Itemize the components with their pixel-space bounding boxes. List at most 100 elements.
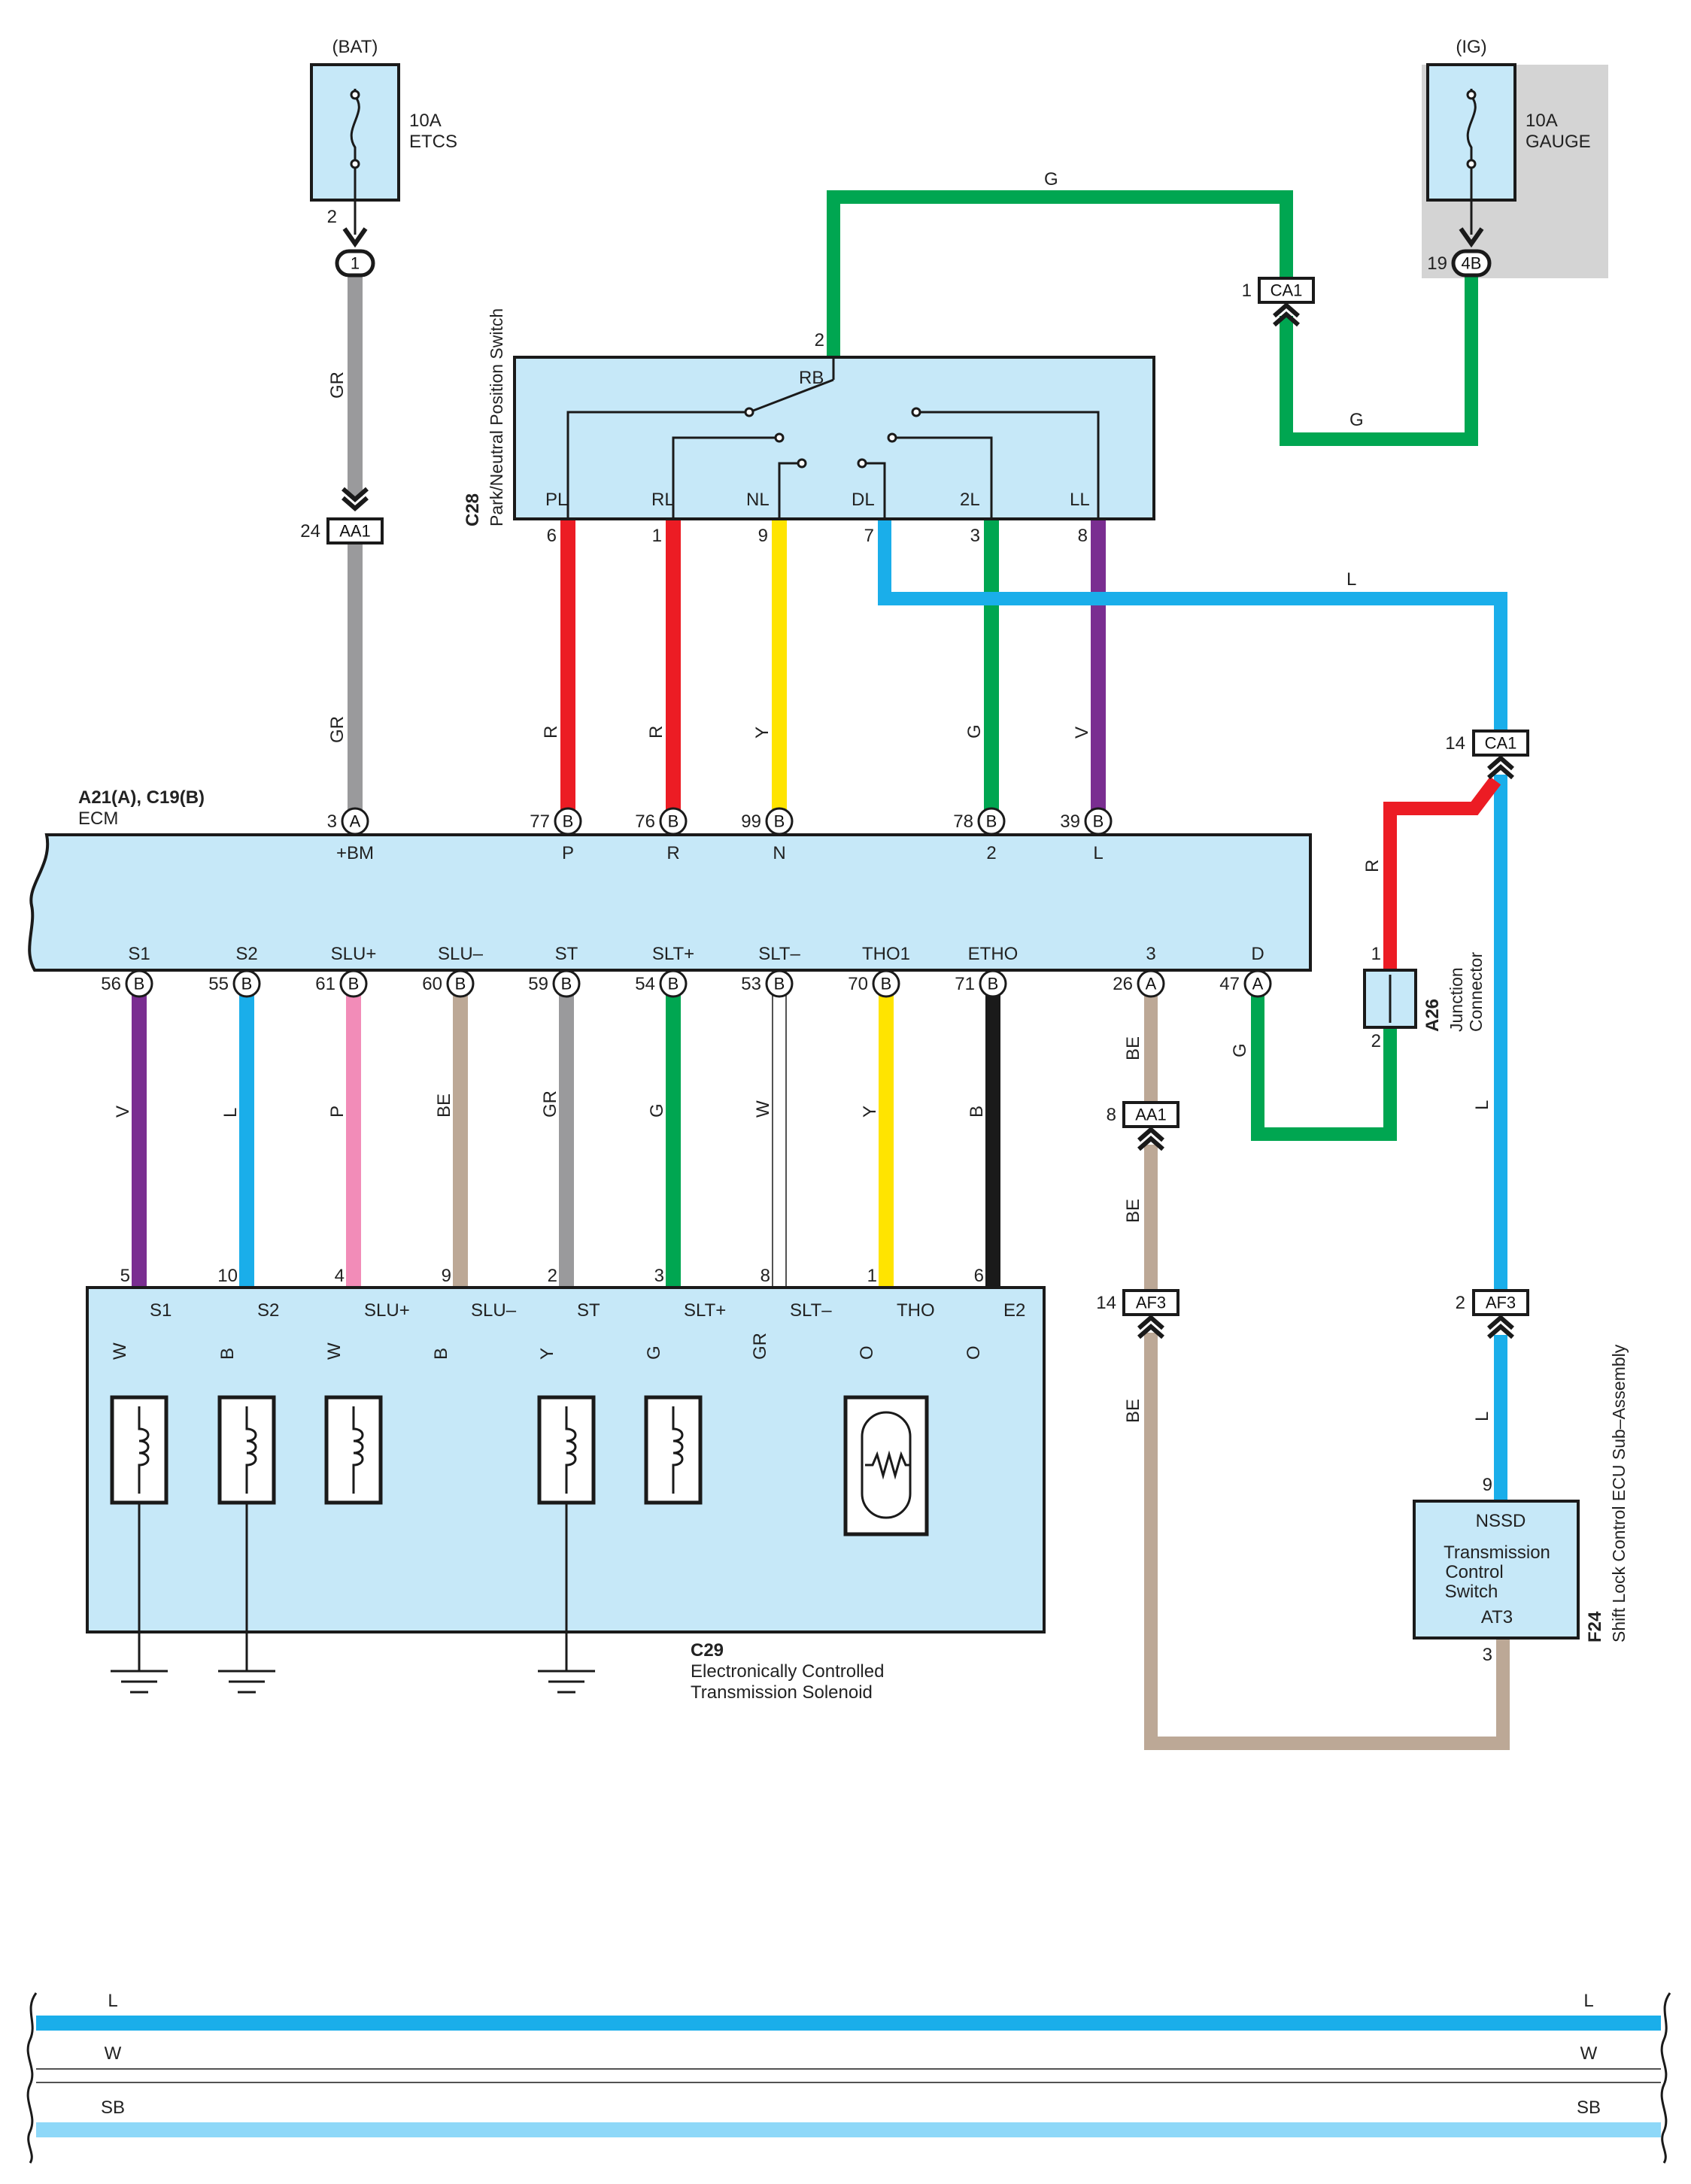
bus-label-right: L bbox=[1583, 1991, 1593, 2011]
fuse-bat-supply: (BAT) bbox=[332, 37, 378, 57]
solenoid-term-label: ST bbox=[577, 1300, 600, 1321]
solenoid-name-2: Transmission Solenoid bbox=[691, 1682, 873, 1703]
solenoid-inner-wire: GR bbox=[750, 1333, 770, 1360]
bus-label-left: W bbox=[105, 2043, 122, 2064]
ecm-bottom-label: SLU+ bbox=[331, 944, 377, 964]
solenoid-coil-icon bbox=[324, 1395, 383, 1505]
ecm-top-pin: 78 bbox=[953, 811, 973, 832]
ecm-bottom-pin: 60 bbox=[422, 974, 442, 994]
ecm-bottom-pin: 55 bbox=[208, 974, 229, 994]
solenoid-code: C29 bbox=[691, 1640, 724, 1661]
svg-text:4B: 4B bbox=[1462, 254, 1482, 273]
solenoid-pin: 8 bbox=[760, 1266, 770, 1286]
pnp-term-dl: DL bbox=[852, 490, 875, 510]
pnp-pin-7: 7 bbox=[864, 526, 874, 546]
solenoid-term-label: E2 bbox=[1003, 1300, 1025, 1321]
solenoid-pin: 2 bbox=[548, 1266, 557, 1286]
ecm-bottom-label: THO1 bbox=[862, 944, 910, 964]
bus-label-right: SB bbox=[1577, 2098, 1601, 2118]
solenoid-coil-icon bbox=[110, 1395, 168, 1505]
ecm-bottom-wire-label: G bbox=[647, 1103, 667, 1118]
ecm-top-pin: 99 bbox=[741, 811, 761, 832]
ecm-bottom-pin: 26 bbox=[1113, 974, 1133, 994]
wire-label-g-junction: G bbox=[1230, 1043, 1250, 1057]
ecm-bottom-label: SLT– bbox=[758, 944, 800, 964]
shift-lock-pin-3: 3 bbox=[1483, 1645, 1492, 1665]
ecm-top-pin: 76 bbox=[635, 811, 655, 832]
svg-text:1: 1 bbox=[351, 254, 360, 273]
pnp-term-rl: RL bbox=[651, 490, 675, 510]
ground-symbols bbox=[111, 1503, 595, 1694]
svg-text:AA1: AA1 bbox=[1135, 1106, 1167, 1124]
ecm-bottom-conn: B bbox=[134, 975, 145, 993]
svg-text:CA1: CA1 bbox=[1271, 281, 1303, 300]
solenoid-inner-wire: B bbox=[431, 1348, 451, 1360]
ecm-name: ECM bbox=[78, 808, 118, 829]
ecm-bottom-pin: 61 bbox=[315, 974, 335, 994]
junction-code: A26 bbox=[1422, 999, 1443, 1032]
ecm-bottom-conn: A bbox=[1252, 975, 1264, 993]
wire-r-junction bbox=[1383, 776, 1501, 970]
ecm-bottom-conn: B bbox=[455, 975, 466, 993]
ecm-bottom-conn: B bbox=[241, 975, 253, 993]
solenoid-inner-wire: W bbox=[324, 1342, 345, 1360]
ecm-bottom-conn: B bbox=[881, 975, 892, 993]
wire-label-be3: BE bbox=[1123, 1399, 1143, 1423]
solenoid-pin: 6 bbox=[974, 1266, 984, 1286]
solenoid-inner-wire: O bbox=[964, 1345, 984, 1360]
wire-label-rl: R bbox=[646, 726, 666, 739]
pnp-switch-code: C28 bbox=[463, 493, 483, 526]
shift-lock-nssd: NSSD bbox=[1476, 1511, 1526, 1531]
ecm-bottom-label: S1 bbox=[128, 944, 150, 964]
ecm-bottom-wire-label: BE bbox=[434, 1094, 454, 1118]
svg-text:1: 1 bbox=[1242, 281, 1252, 301]
solenoid-coils bbox=[110, 1395, 929, 1536]
ecm-top-label: 2 bbox=[986, 843, 996, 863]
solenoid-term-label: SLT– bbox=[790, 1300, 832, 1321]
ecm-bottom-label: D bbox=[1251, 944, 1264, 964]
ecm-code: A21(A), C19(B) bbox=[78, 787, 205, 808]
fuse-bat-name: ETCS bbox=[409, 132, 457, 152]
solenoid-inner-wire: W bbox=[110, 1342, 130, 1360]
svg-text:14: 14 bbox=[1096, 1293, 1116, 1313]
shift-lock-box bbox=[1413, 1500, 1580, 1640]
wire-label-nl: Y bbox=[752, 726, 773, 739]
connector-ig-4b bbox=[1451, 249, 1492, 278]
svg-text:AF3: AF3 bbox=[1136, 1294, 1166, 1312]
ecm-bottom-label: SLU– bbox=[438, 944, 484, 964]
wire-label-be1: BE bbox=[1123, 1036, 1143, 1060]
wire-label-l-right2: L bbox=[1472, 1412, 1492, 1421]
connector-ca1-1: CA1 1 bbox=[1242, 277, 1315, 327]
ecm-top-label: +BM bbox=[336, 843, 374, 863]
ecm-bottom-label: ETHO bbox=[968, 944, 1019, 964]
ecm-bottom-wire-label: GR bbox=[540, 1090, 560, 1118]
wire-label-be2: BE bbox=[1123, 1199, 1143, 1223]
solenoid-term-label: SLU– bbox=[471, 1300, 517, 1321]
svg-text:24: 24 bbox=[300, 521, 320, 541]
shift-lock-pin-9: 9 bbox=[1483, 1475, 1492, 1495]
fuse-ig-name: GAUGE bbox=[1526, 132, 1591, 152]
junction-pin-2: 2 bbox=[1371, 1031, 1381, 1051]
ecm-bottom-conn: A bbox=[1146, 975, 1157, 993]
solenoid-term-label: S1 bbox=[150, 1300, 172, 1321]
pnp-term-pl: PL bbox=[545, 490, 567, 510]
pnp-term-nl: NL bbox=[746, 490, 770, 510]
solenoid-pin: 4 bbox=[335, 1266, 345, 1286]
connector-ca1-14: CA1 14 bbox=[1445, 730, 1529, 780]
solenoid-pin: 5 bbox=[120, 1266, 130, 1286]
arrow-bat bbox=[342, 227, 368, 248]
svg-text:8: 8 bbox=[1107, 1105, 1116, 1125]
solenoid-inner-wire: O bbox=[857, 1345, 877, 1360]
